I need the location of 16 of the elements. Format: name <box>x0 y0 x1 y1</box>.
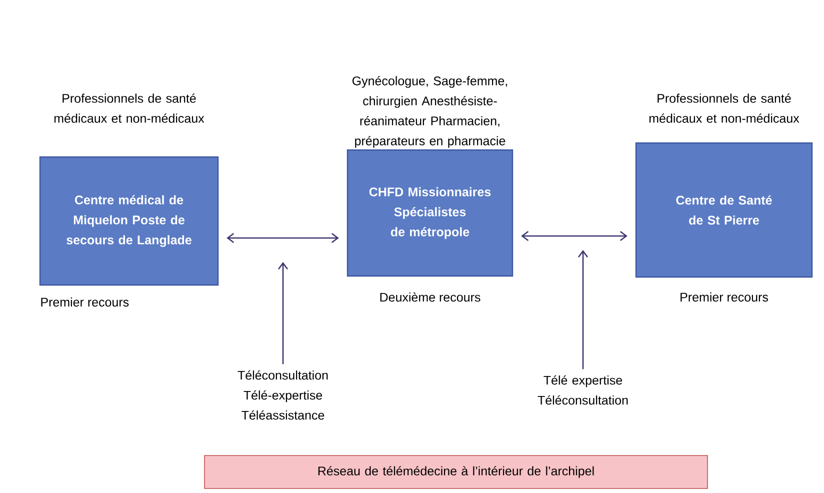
service-list: Téléconsultation Télé-expertise Téléassistance <box>238 370 328 420</box>
arrow <box>521 230 628 242</box>
staff-caption: Professionnels de santé médicaux et non-médicaux <box>649 93 800 123</box>
staff-caption: Gynécologue, Sage-femme, chirurgien Anesthésiste-réanimateur Pharmacien, préparateurs en pharmacie <box>352 76 508 148</box>
arrow <box>578 250 588 370</box>
network-banner: Réseau de télémédecine à l’intérieur de l’archipel <box>204 455 708 489</box>
arrow <box>226 232 339 244</box>
level-caption: Premier recours <box>41 297 129 307</box>
arrow <box>278 262 288 364</box>
location-box: CHFD Missionnaires Spécialistes de métropole <box>346 149 514 277</box>
location-box: Centre de Santé de St Pierre <box>635 142 813 278</box>
service-list: Télé expertise Téléconsultation <box>538 375 628 405</box>
location-box: Centre médical de Miquelon Poste de secours de Langlade <box>39 156 219 286</box>
level-caption: Premier recours <box>680 292 768 302</box>
level-caption: Deuxième recours <box>380 292 480 302</box>
staff-caption: Professionnels de santé médicaux et non-médicaux <box>54 93 204 123</box>
